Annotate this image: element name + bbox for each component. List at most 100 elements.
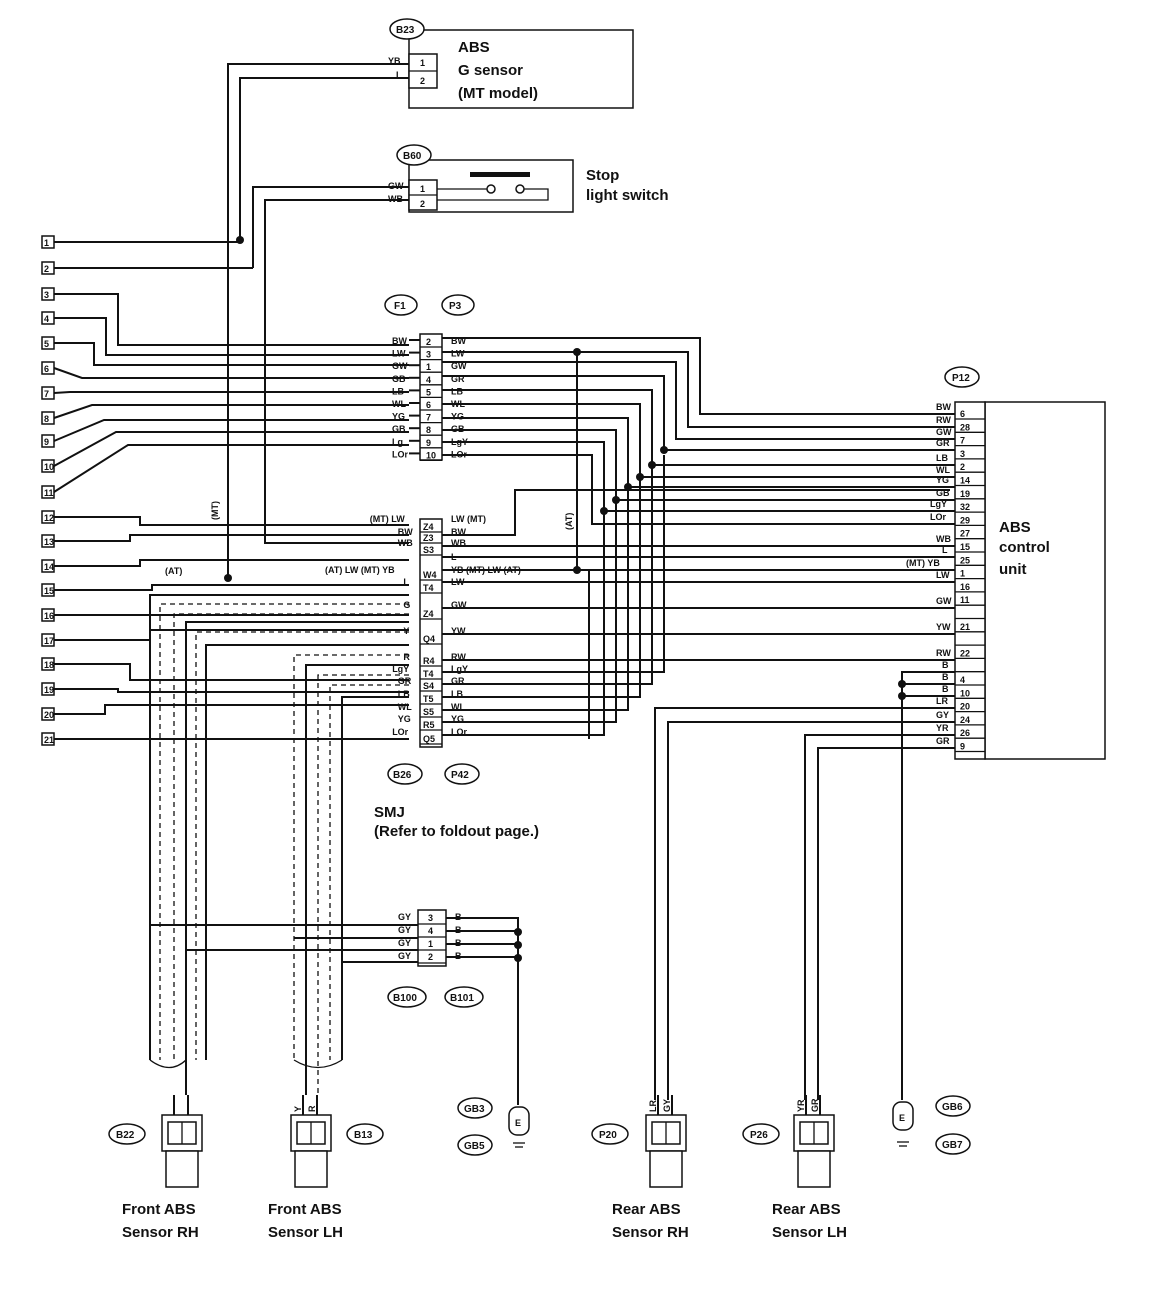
svg-text:E: E [515, 1118, 521, 1128]
b26-tag-label: B26 [393, 770, 412, 781]
terminal-label: 9 [44, 437, 49, 447]
abs-unit-connector [954, 401, 986, 760]
terminal-10: 10 [41, 431, 409, 473]
smj-pin: Q5 [423, 734, 435, 744]
sensor-tag-label: B22 [116, 1130, 135, 1141]
wire-color: GW [451, 361, 467, 371]
terminal-13: 13 [41, 534, 409, 548]
smj-title: SMJ [374, 804, 405, 821]
wire-color: GY [398, 938, 411, 948]
smj-pin: S5 [423, 707, 434, 717]
gb5-tag [457, 1134, 493, 1156]
terminal-label: 15 [44, 586, 54, 596]
wire-color: GY [662, 1099, 672, 1112]
wire-color: GR [936, 736, 950, 746]
sensor-name: Front ABS [122, 1201, 196, 1218]
wire-color: GY [398, 925, 411, 935]
terminal-5: 5 [41, 336, 409, 366]
ground-pin: 4 [428, 926, 433, 936]
wire-color: LR [936, 696, 948, 706]
upper-pin: 5 [426, 387, 431, 397]
terminal-3: 3 [41, 287, 409, 346]
ground-left: E GB3 GB5 [457, 1097, 530, 1156]
smj-note: (Refer to foldout page.) [374, 823, 539, 840]
sensor-name: Sensor RH [122, 1224, 199, 1241]
wire-color: LW [392, 349, 406, 359]
wire-color: BW [392, 336, 407, 346]
wire-color: GR [451, 676, 465, 686]
terminal-8: 8 [41, 404, 409, 425]
sensor-name: Rear ABS [772, 1201, 841, 1218]
smj-pin: S3 [423, 545, 434, 555]
g-sensor: 1 2 ABS G sensor (MT model) B23 YB L [388, 18, 634, 109]
g-sensor-box [408, 29, 634, 109]
wire-color: LgY [392, 664, 409, 674]
upper-pin: 1 [426, 362, 431, 372]
b100-tag-label: B100 [393, 993, 417, 1004]
sensor-tag-label: P20 [599, 1130, 617, 1141]
gb5-tag-label: GB5 [464, 1141, 485, 1152]
terminal-label: 18 [44, 660, 54, 670]
switch-contact [486, 184, 496, 194]
wire-color: YB [388, 56, 401, 66]
terminal-label: 3 [44, 290, 49, 300]
g-sensor-tag [389, 18, 425, 40]
smj-pin: R5 [423, 720, 435, 730]
gb6-tag [935, 1095, 971, 1117]
wire-color: LB [392, 386, 404, 396]
abs-pin: 2 [960, 462, 965, 472]
sensor-name: Front ABS [268, 1201, 342, 1218]
p12-tag [944, 366, 980, 388]
wire-color: LOr [392, 727, 408, 737]
g-sensor-title: ABS [458, 39, 490, 56]
wire-color: YG [451, 714, 464, 724]
wire-color: WL [936, 465, 950, 475]
smj-pin: Z4 [423, 609, 434, 619]
abs-pin: 28 [960, 422, 970, 432]
terminal-label: 11 [44, 488, 54, 498]
p12-tag-label: P12 [952, 373, 970, 384]
wire-color: LB [936, 453, 948, 463]
smj-pin: T4 [423, 583, 434, 593]
terminal-label: 16 [44, 611, 54, 621]
terminal-18: 18 [41, 657, 409, 681]
g-sensor-pin: 2 [420, 76, 425, 86]
sensor-body [649, 1150, 683, 1188]
smj-pin: S4 [423, 681, 434, 691]
gb3-tag-label: GB3 [464, 1104, 485, 1115]
stop-light-switch: 1 2 Stop light switch B60 GW WB [388, 144, 669, 213]
abs-pin: 6 [960, 409, 965, 419]
wire-color: LB [451, 689, 463, 699]
terminal-15: 15 [41, 583, 409, 597]
abs-pin: 11 [960, 595, 970, 605]
wire-color: GW [392, 361, 408, 371]
terminal-9: 9 [41, 419, 409, 448]
abs-pin: 16 [960, 582, 970, 592]
wire-color: RW [936, 415, 951, 425]
b101-tag [444, 986, 484, 1008]
smj-pin: R4 [423, 656, 435, 666]
wire-color: R [307, 1105, 317, 1112]
wire-color: YG [936, 475, 949, 485]
abs-pin: 25 [960, 555, 970, 565]
wire-color: GY [398, 951, 411, 961]
harness-wires [442, 337, 955, 1100]
wire-color: GR [398, 676, 412, 686]
abs-control-unit: ABS control unit P12 6287321419322927152… [906, 366, 1106, 760]
wire-color: GR [810, 1098, 820, 1112]
wire-color: BW [398, 527, 413, 537]
stop-switch-tag-label: B60 [403, 151, 422, 162]
p42-tag-label: P42 [451, 770, 469, 781]
smj-pin: Q4 [423, 634, 435, 644]
p3-tag [441, 294, 475, 316]
abs-pin: 9 [960, 742, 965, 752]
terminal-6: 6 [41, 361, 409, 379]
terminal-1: 1 [41, 235, 240, 249]
wire-color: LW [936, 570, 950, 580]
wire-color: LgY [930, 499, 947, 509]
wire-color: B [942, 660, 949, 670]
wire-color: WL [392, 399, 406, 409]
wire-color: GY [398, 912, 411, 922]
